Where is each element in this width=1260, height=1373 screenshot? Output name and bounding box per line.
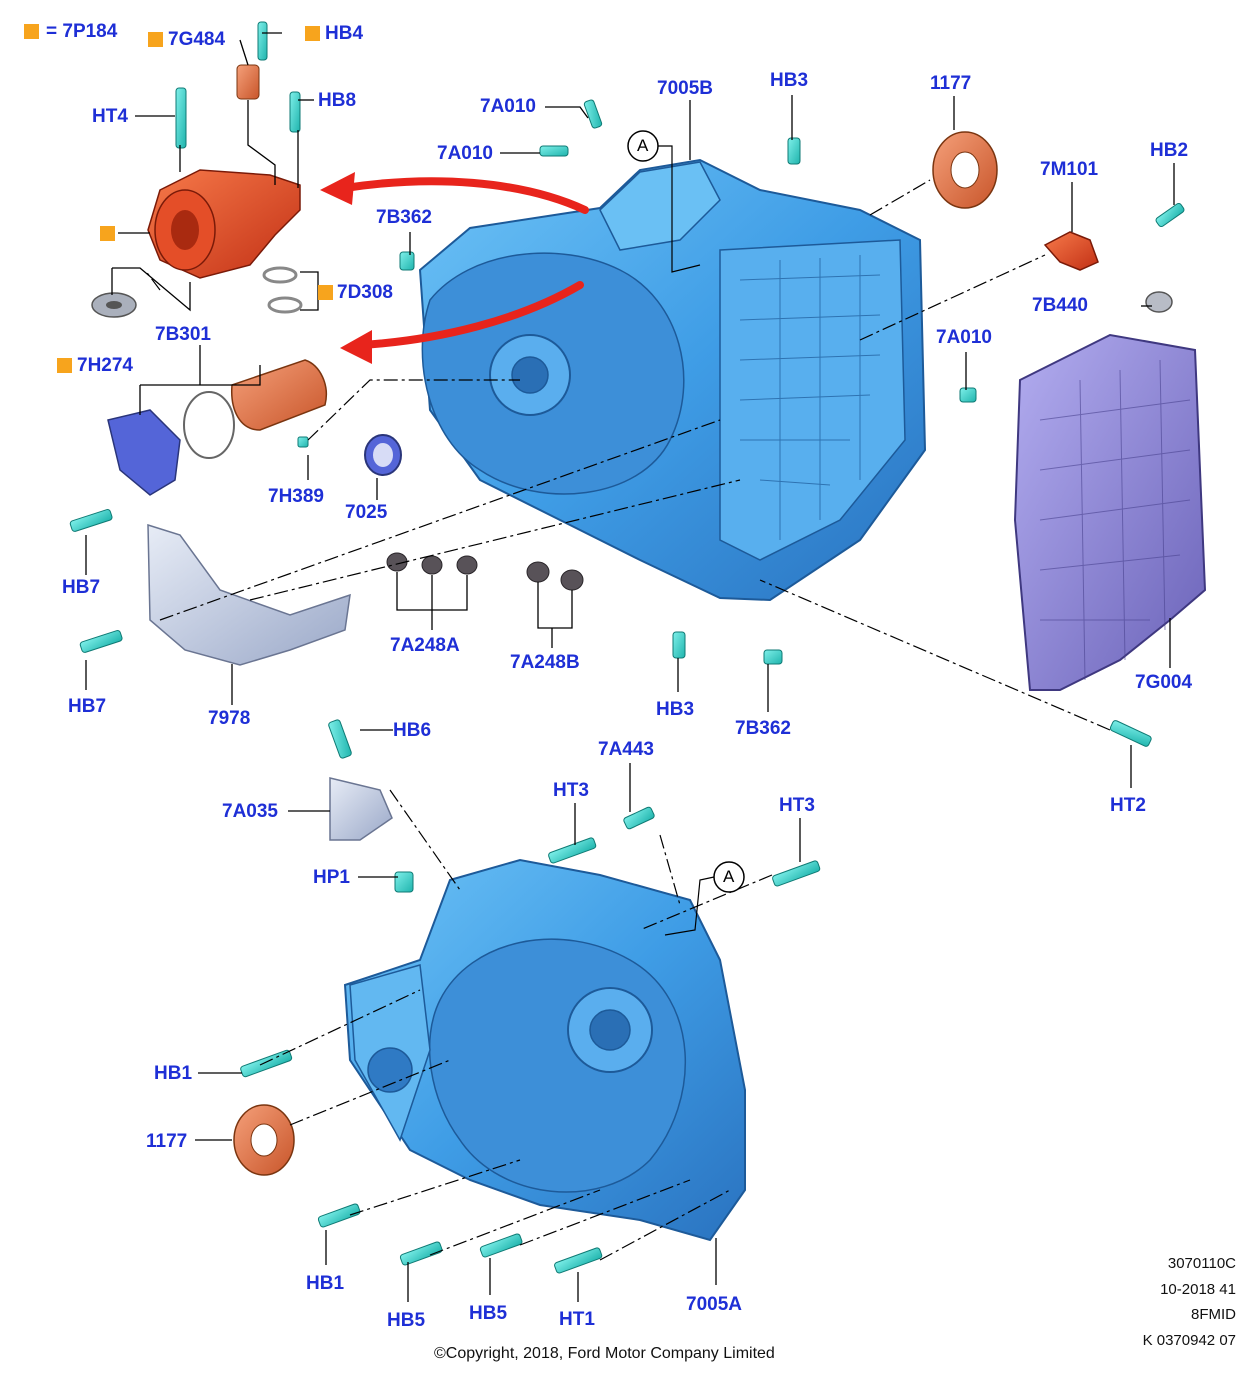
label-HB3-upper: HB3 (770, 70, 809, 91)
label-7B362-lower: 7B362 (735, 718, 791, 739)
label-7005A: 7005A (686, 1294, 742, 1315)
seal-1177-upper (932, 131, 998, 209)
label-7G004: 7G004 (1135, 672, 1193, 693)
oil-pan-7G004 (1013, 333, 1207, 691)
label-7B301: 7B301 (155, 324, 211, 345)
dash-dot-lines (144, 179, 1111, 1261)
callout-A-lower-text: A (723, 867, 735, 886)
label-7H389: 7H389 (268, 486, 324, 507)
copyright-text: ©Copyright, 2018, Ford Motor Company Lim… (434, 1345, 775, 1362)
label-7A248A: 7A248A (390, 635, 460, 656)
label-7A035: 7A035 (222, 801, 278, 822)
label-7B440: 7B440 (1032, 295, 1088, 316)
label-7A010-mid: 7A010 (437, 143, 493, 164)
label-1177-upper: 1177 (930, 73, 972, 94)
legend-text: = 7P184 (46, 21, 118, 42)
reference-line-3: 8FMID (1191, 1306, 1236, 1323)
label-7D308: 7D308 (337, 282, 393, 303)
legend-marker-icon (24, 24, 39, 39)
label-HP1: HP1 (313, 867, 350, 888)
marker-7D308-icon (318, 285, 333, 300)
reference-line-4: K 0370942 07 (1142, 1332, 1236, 1349)
label-7005B: 7005B (657, 78, 713, 99)
label-HT4: HT4 (92, 106, 128, 127)
seal-1177-lower (233, 1104, 295, 1176)
label-HB3-lower: HB3 (656, 699, 695, 720)
direction-arrows (341, 177, 589, 349)
label-HT2: HT2 (1110, 795, 1146, 816)
marker-7H274-icon (57, 358, 72, 373)
leader-lines (85, 32, 1175, 1302)
label-7G484: 7G484 (168, 29, 226, 50)
transmission-case-7005B (418, 158, 927, 602)
marker-7G484-icon (148, 32, 163, 47)
label-7978: 7978 (208, 708, 251, 729)
label-HT3-left: HT3 (553, 780, 589, 801)
label-HT1: HT1 (559, 1309, 595, 1330)
label-HB1-lower: HB1 (306, 1273, 345, 1294)
label-7A248B: 7A248B (510, 652, 580, 673)
label-7025: 7025 (345, 502, 388, 523)
label-7B362-upper: 7B362 (376, 207, 432, 228)
red-pump-assembly (147, 169, 301, 279)
label-HB7-upper: HB7 (62, 577, 101, 598)
label-7M101: 7M101 (1040, 159, 1099, 180)
label-7A010-right: 7A010 (936, 327, 992, 348)
reference-line-2: 10-2018 41 (1160, 1281, 1236, 1298)
label-HB8: HB8 (318, 90, 357, 111)
label-7A443: 7A443 (598, 739, 654, 760)
label-7A010-top: 7A010 (480, 96, 536, 117)
label-HT3-right: HT3 (779, 795, 815, 816)
fasteners (69, 21, 1185, 1274)
label-HB4: HB4 (325, 23, 364, 44)
reference-line-1: 3070110C (1167, 1255, 1236, 1272)
label-7H274: 7H274 (77, 355, 133, 376)
label-HB6: HB6 (393, 720, 432, 741)
label-HB5-left: HB5 (387, 1310, 426, 1331)
label-HB7-lower: HB7 (68, 696, 107, 717)
transmission-case-7005A (343, 858, 746, 1242)
callout-A-upper-text: A (637, 136, 649, 155)
marker-HB4-icon (305, 26, 320, 41)
label-HB2: HB2 (1150, 140, 1189, 161)
label-HB5-right: HB5 (469, 1303, 508, 1324)
label-HB1-upper: HB1 (154, 1063, 193, 1084)
label-1177-lower: 1177 (146, 1131, 188, 1152)
plugs-7A248 (386, 552, 584, 591)
filter-7B301 (107, 359, 327, 496)
marker-pump-icon (100, 226, 115, 241)
